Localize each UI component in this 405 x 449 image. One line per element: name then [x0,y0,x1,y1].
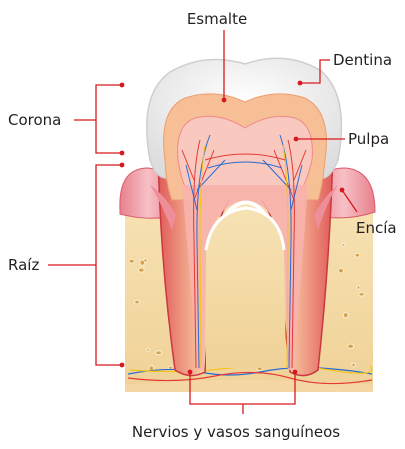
label-nervios: Nervios y vasos sanguíneos [132,423,340,441]
bone-pore [138,268,144,272]
bone-pore [140,260,145,265]
label-dentina: Dentina [333,51,392,69]
label-corona: Corona [8,111,61,129]
label-pulpa: Pulpa [348,130,389,148]
bone-pore [129,259,134,263]
bone-pore [135,300,140,304]
bone-pore [352,363,355,367]
label-encia: Encía [356,219,397,237]
bone-pore [348,344,354,348]
bone-pore [359,293,365,297]
bone-pore [342,244,345,247]
bone-pore [156,351,162,355]
raiz-bracket [96,165,122,365]
bone-pore [147,349,150,352]
bone-pore [338,268,343,273]
bone-pore [357,286,360,290]
label-raiz: Raíz [8,256,39,274]
corona-bracket [96,85,122,153]
label-esmalte: Esmalte [187,10,247,28]
bone-pore [168,366,173,369]
bone-pore [355,253,360,257]
bone-pore [343,313,348,318]
